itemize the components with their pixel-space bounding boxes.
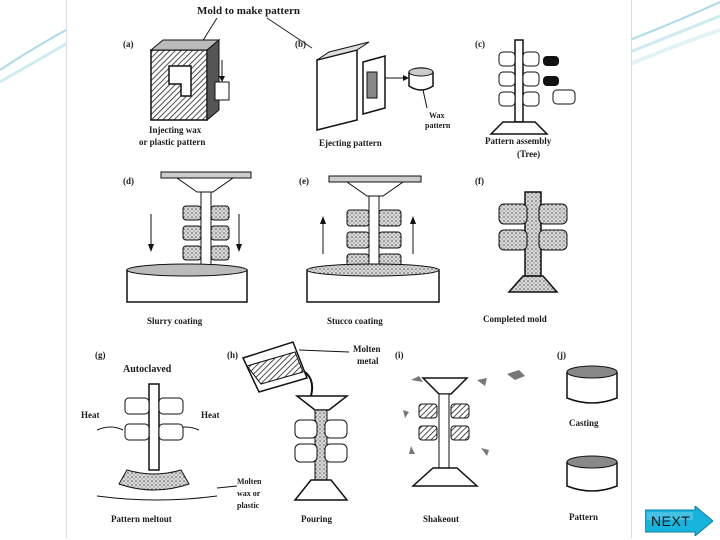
investment-casting-figure: Mold to make pattern (a) Injecting wax o… (66, 0, 632, 538)
step-a-caption-2: or plastic pattern (139, 137, 205, 147)
step-g-letter: (g) (95, 350, 106, 360)
step-a-injecting-wax: (a) Injecting wax or plastic pattern (123, 38, 230, 147)
diagram-title: Mold to make pattern (197, 5, 300, 17)
holder-bar-icon (160, 171, 252, 179)
swoosh-left-mid (0, 42, 67, 84)
step-i-caption-1: Shakeout (423, 514, 459, 524)
step-e-caption-1: Stucco coating (327, 316, 383, 326)
swoosh-right-low (629, 28, 720, 66)
next-arrow-icon (645, 506, 713, 536)
step-f-completed-mold: (f) Completed mold (475, 176, 568, 324)
step-h-pouring: (h) Molten metal Pouring (227, 341, 381, 524)
step-j-caption-2: Pattern (569, 512, 598, 522)
mold-half-left-icon (316, 49, 358, 131)
step-c-caption-1: Pattern assembly (485, 136, 552, 146)
pattern-part-icon (566, 462, 618, 492)
step-h-caption-1: Pouring (301, 514, 333, 524)
step-h-callout-1: Molten (353, 344, 381, 354)
step-g-callout-3: plastic (237, 501, 260, 510)
shell-fragments-icon (403, 370, 525, 456)
step-g-left-label: Heat (81, 410, 100, 420)
injector-icon (214, 81, 230, 101)
next-button[interactable]: NEXT (645, 506, 713, 536)
pattern-cavity-icon (168, 65, 192, 97)
step-c-pattern-assembly: (c) Pattern assembly (Tree) (475, 39, 576, 159)
title-leader-b (266, 17, 313, 49)
step-g-callout-1: Molten (237, 477, 262, 486)
swoosh-left-top (0, 29, 67, 71)
step-f-letter: (f) (475, 176, 484, 186)
mold-block-icon (150, 49, 208, 121)
step-d-caption-1: Slurry coating (147, 316, 203, 326)
step-e-stucco-coating: (e) Stucco coating (299, 175, 440, 326)
step-g-pattern-meltout: (g) Autoclaved Heat Heat Molten wax or p… (81, 350, 262, 524)
step-c-letter: (c) (475, 39, 485, 49)
step-i-letter: (i) (395, 350, 404, 360)
next-button-label: NEXT (651, 513, 691, 529)
step-g-right-label: Heat (201, 410, 220, 420)
metal-stream-icon (304, 371, 314, 397)
step-e-letter: (e) (299, 176, 309, 186)
title-leader-a (201, 17, 218, 43)
step-g-top-label: Autoclaved (123, 364, 172, 375)
step-d-slurry-coating: (d) Slurry coating (123, 171, 252, 326)
step-b-ejecting-pattern: (b) Wax pattern Ejecting pattern (295, 39, 451, 148)
step-g-caption-1: Pattern meltout (111, 514, 172, 524)
step-f-caption-1: Completed mold (483, 314, 547, 324)
molten-wax-puddle-icon (118, 469, 190, 491)
swoosh-right-top (629, 1, 720, 41)
step-i-shakeout: (i) Shakeout (395, 350, 525, 524)
step-b-callout-1: Wax (429, 111, 445, 120)
swoosh-right-mid (629, 14, 720, 54)
sprue-icon (514, 39, 524, 123)
step-h-callout-2: metal (357, 356, 379, 366)
step-a-caption-1: Injecting wax (149, 125, 202, 135)
step-d-letter: (d) (123, 176, 134, 186)
step-b-caption-1: Ejecting pattern (319, 138, 382, 148)
step-h-letter: (h) (227, 350, 238, 360)
step-j-caption-1: Casting (569, 418, 599, 428)
step-b-callout-2: pattern (425, 121, 451, 130)
completed-shell-icon (498, 203, 568, 251)
step-c-caption-2: (Tree) (517, 149, 540, 159)
step-b-letter: (b) (295, 39, 306, 49)
step-j-letter: (j) (557, 350, 566, 360)
submerged-tree-icon (182, 205, 230, 261)
heat-arrow-left-icon (96, 426, 124, 431)
step-j-casting: (j) Casting Pattern (557, 350, 618, 522)
step-a-letter: (a) (123, 39, 134, 49)
wax-pattern-cluster (498, 51, 576, 107)
process-diagram: Mold to make pattern (a) Injecting wax o… (81, 5, 618, 524)
casting-part-icon (566, 372, 618, 404)
step-g-callout-2: wax or (237, 489, 261, 498)
